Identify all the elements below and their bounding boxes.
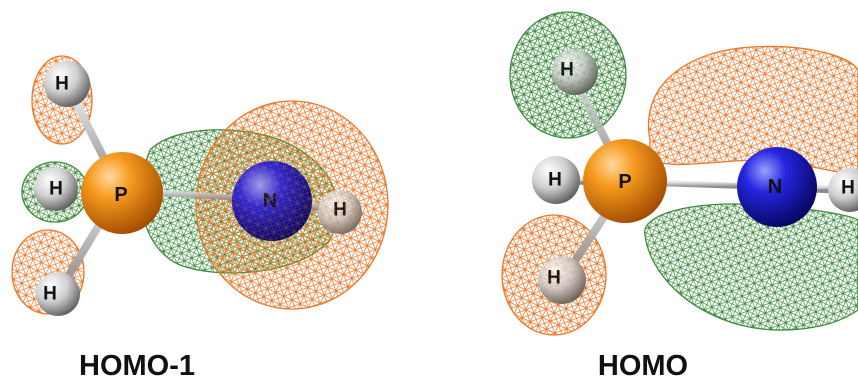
hydrogen-atom xyxy=(828,168,858,212)
phosphorus-atom xyxy=(583,139,667,223)
orbital-lobe-green-overlay xyxy=(510,12,626,138)
atom-label-n: N xyxy=(768,176,782,198)
panel-homo: H H H P H N xyxy=(501,11,858,336)
panel-homo-1: H H H P H N xyxy=(11,55,389,316)
nitrogen-atom xyxy=(737,147,817,227)
orbital-lobe-orange-overlay xyxy=(196,101,388,309)
atom-label-h: H xyxy=(841,178,855,199)
hydrogen-atom xyxy=(532,156,580,204)
atom-label-h: H xyxy=(43,284,57,305)
atom-label-h: H xyxy=(49,179,63,200)
atom-label-h: H xyxy=(55,74,69,95)
atom-label-p: P xyxy=(114,184,127,206)
orbital-lobe-orange-overlay xyxy=(502,215,606,335)
hydrogen-atom xyxy=(34,167,78,211)
hydrogen-atom xyxy=(44,61,90,107)
atom-label-h: H xyxy=(548,170,562,191)
hydrogen-atom xyxy=(36,272,80,316)
atom-label-p: P xyxy=(618,171,631,193)
orbital-lobe-green xyxy=(644,203,858,331)
phosphorus-atom xyxy=(81,152,163,234)
caption-homo-1: HOMO-1 xyxy=(79,350,195,382)
caption-homo: HOMO xyxy=(597,350,689,382)
